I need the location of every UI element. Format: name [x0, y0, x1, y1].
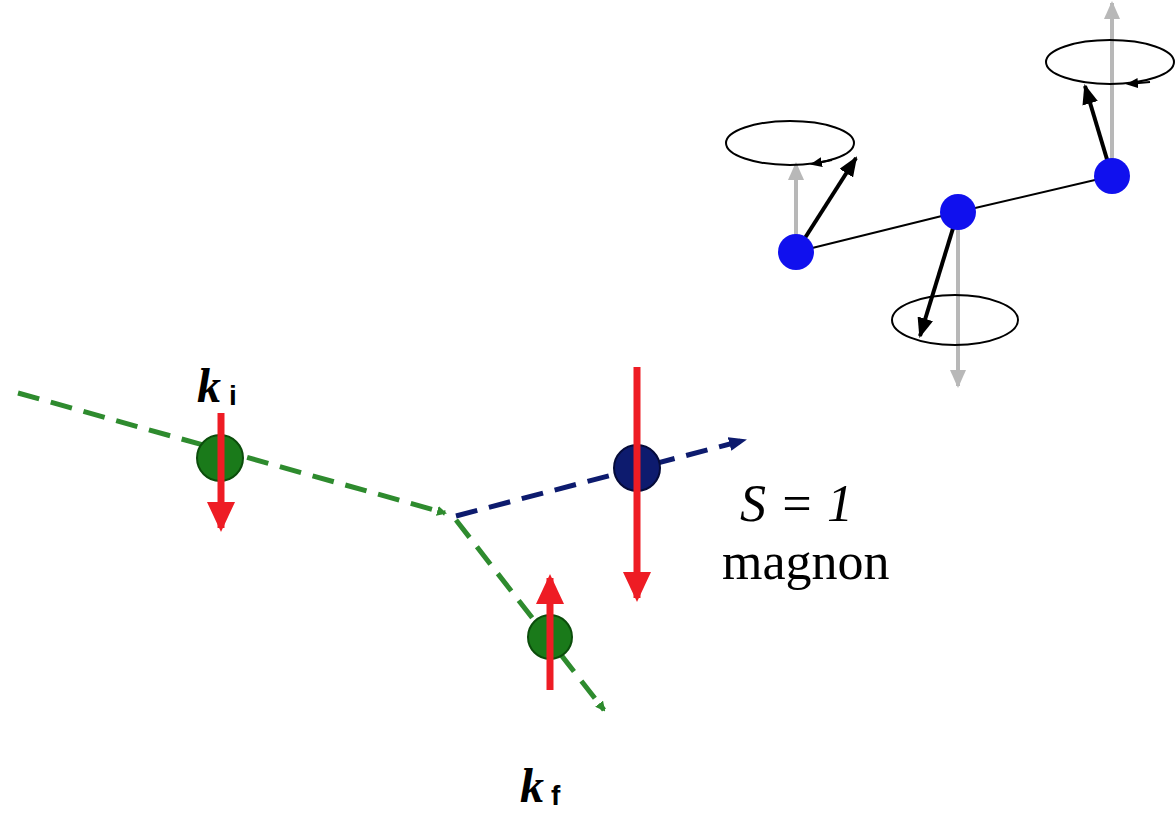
spin-arrow — [634, 367, 641, 598]
spin-arrow — [218, 413, 225, 528]
precession-ring — [1046, 40, 1174, 84]
wave-vector: k — [197, 362, 221, 410]
magnon-path — [456, 440, 745, 516]
precession-ring — [892, 295, 1018, 345]
chain-bond — [796, 212, 958, 252]
chain-bond — [958, 176, 1112, 212]
wave-vector: k — [520, 762, 544, 810]
precession-ring — [726, 121, 854, 165]
incident-path — [18, 393, 445, 513]
rotation-arrow — [812, 160, 832, 164]
axis-arrow — [1110, 3, 1114, 176]
axis-arrow — [956, 212, 960, 386]
subscript: i — [229, 382, 237, 410]
spin-site — [778, 234, 814, 270]
spin-site — [1094, 158, 1130, 194]
spin-label: S = 1 — [740, 478, 853, 530]
spin-vector — [920, 212, 958, 336]
spin-site — [940, 194, 976, 230]
spin-arrow — [547, 578, 554, 690]
subscript: f — [551, 782, 560, 810]
particle-label: magnon — [722, 536, 890, 588]
scattered-path — [456, 520, 604, 710]
rotation-arrow — [1128, 82, 1150, 84]
